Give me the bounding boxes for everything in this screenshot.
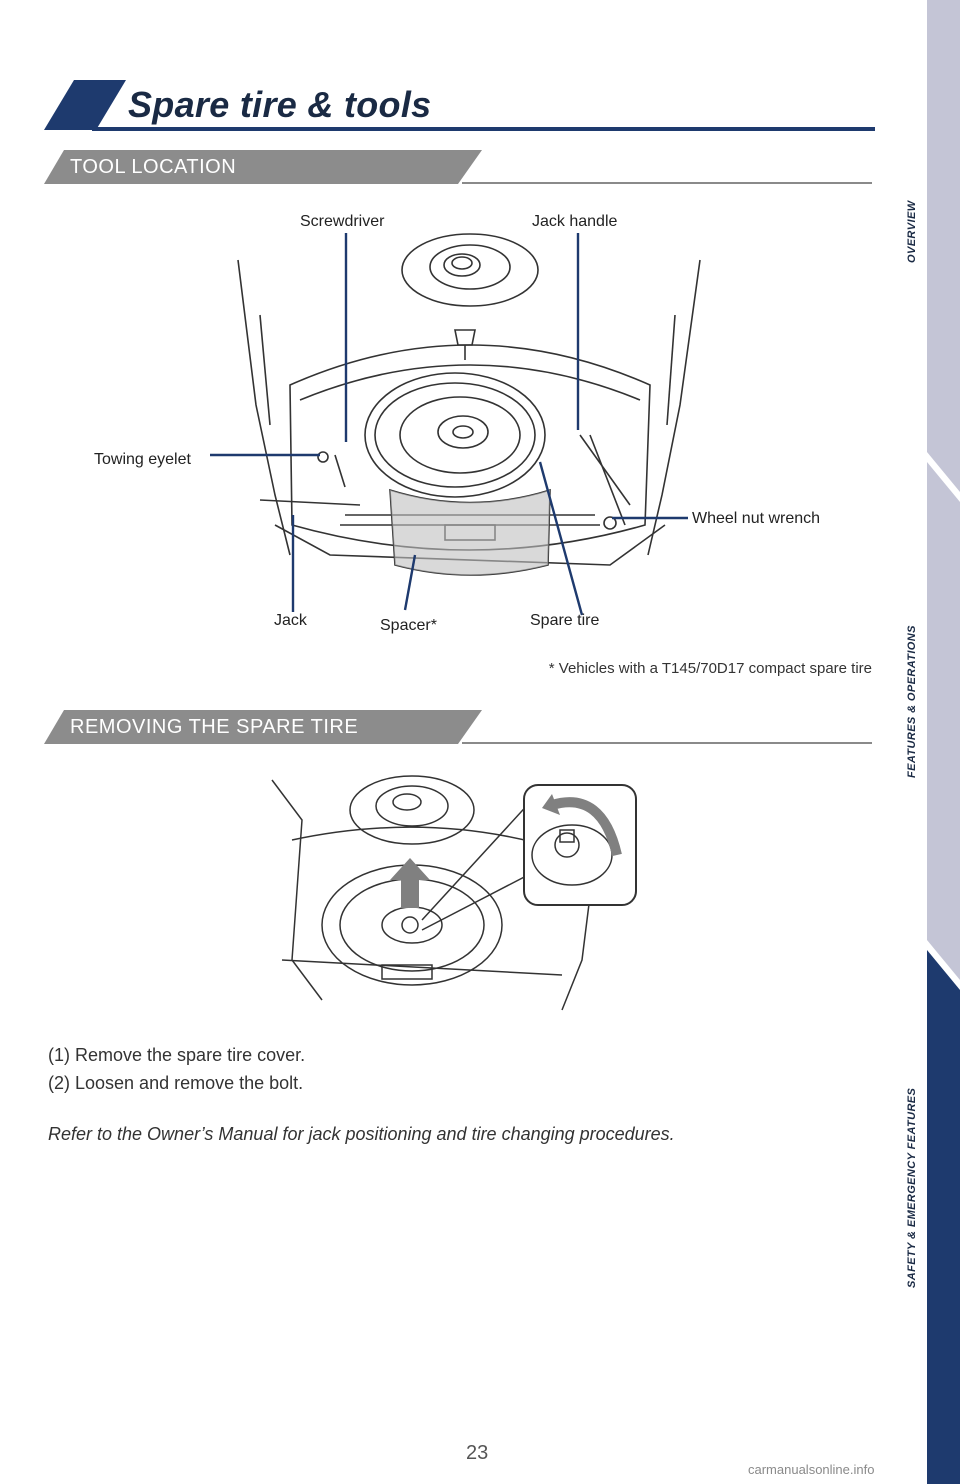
section-title: REMOVING THE SPARE TIRE (70, 716, 359, 738)
side-tab-overview[interactable]: OVERVIEW (906, 200, 918, 264)
page-number: 23 (466, 1442, 489, 1464)
procedure-note: Refer to the Owner’s Manual for jack pos… (48, 1124, 675, 1144)
removing-spare-tire-illustration (271, 775, 637, 1011)
callout-spacer: Spacer* (380, 617, 437, 634)
footnote: * Vehicles with a T145/70D17 compact spa… (548, 660, 872, 677)
callout-towing-eyelet: Towing eyelet (94, 451, 191, 468)
section-divider (462, 742, 872, 744)
section-title: TOOL LOCATION (70, 156, 237, 178)
section-header-removing: REMOVING THE SPARE TIRE (44, 710, 484, 744)
callout-jack: Jack (274, 612, 307, 629)
callout-leader-lines (210, 233, 688, 616)
callout-jack-handle: Jack handle (532, 213, 618, 230)
step-2: (2) Loosen and remove the bolt. (48, 1073, 304, 1093)
side-tab-features-operations[interactable]: FEATURES & OPERATIONS (906, 625, 918, 778)
callout-spare-tire: Spare tire (530, 612, 600, 629)
step-1: (1) Remove the spare tire cover. (48, 1045, 306, 1065)
page-title: Spare tire & tools (128, 84, 432, 125)
side-tab-safety-emergency[interactable]: SAFETY & EMERGENCY FEATURES (906, 1087, 918, 1288)
title-underline (92, 127, 875, 131)
section-divider (462, 182, 872, 184)
callout-wheel-nut-wrench: Wheel nut wrench (692, 510, 821, 527)
tool-location-illustration (237, 233, 701, 576)
side-navigation-tabs (927, 0, 960, 1484)
section-header-tool-location: TOOL LOCATION (44, 150, 484, 184)
watermark: carmanualsonline.info (748, 1462, 875, 1477)
title-accent-shape (44, 80, 126, 130)
callout-screwdriver: Screwdriver (300, 213, 385, 230)
